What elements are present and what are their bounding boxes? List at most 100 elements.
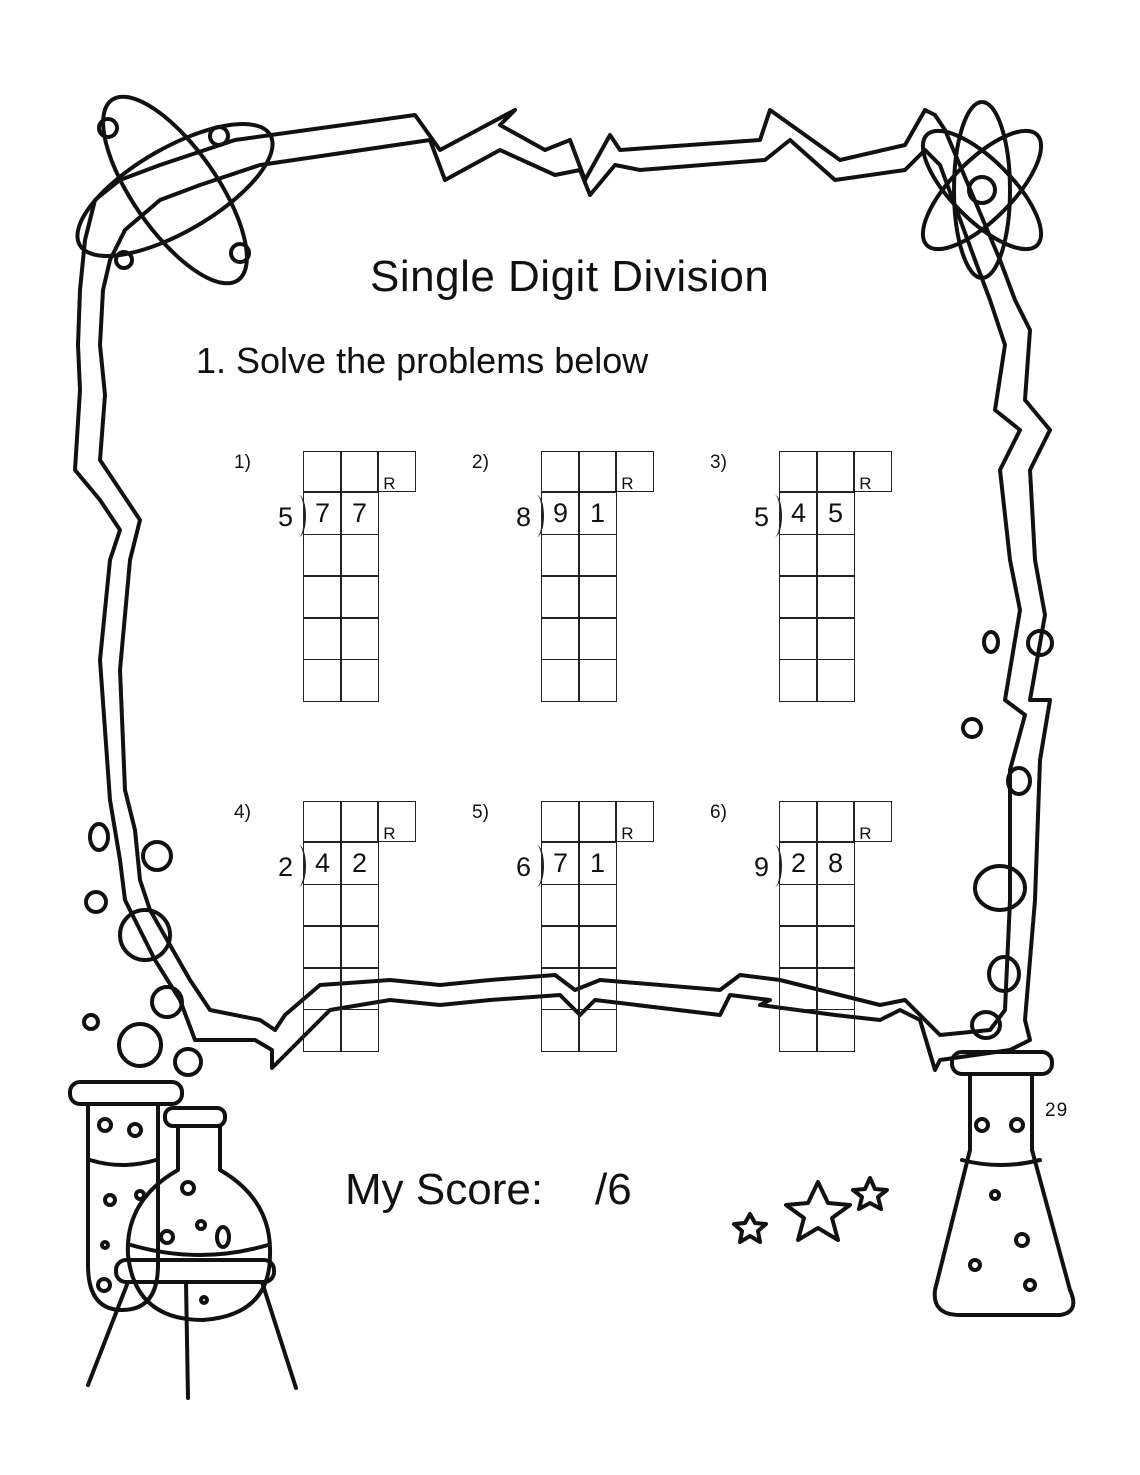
work-box[interactable]	[541, 1008, 580, 1052]
work-box[interactable]	[340, 617, 379, 661]
remainder-label: R	[621, 824, 634, 844]
work-box[interactable]	[541, 883, 580, 927]
atom-icon	[75, 94, 275, 286]
dividend-digit: 2	[340, 842, 379, 886]
work-box[interactable]	[816, 617, 855, 661]
work-box[interactable]	[816, 1008, 855, 1052]
score-line: My Score:/6	[345, 1165, 632, 1215]
work-box[interactable]	[779, 925, 818, 969]
work-box[interactable]	[303, 925, 342, 969]
problem-number: 4)	[234, 802, 251, 823]
work-box[interactable]	[340, 533, 379, 577]
dividend-digit: 7	[303, 492, 342, 536]
quotient-box[interactable]	[541, 801, 580, 843]
worksheet-title: Single Digit Division	[370, 252, 770, 301]
work-box[interactable]	[578, 967, 617, 1011]
quotient-box[interactable]	[779, 451, 818, 493]
work-box[interactable]	[779, 533, 818, 577]
remainder-box[interactable]: R	[377, 451, 416, 494]
work-box[interactable]	[578, 925, 617, 969]
work-box[interactable]	[340, 1008, 379, 1052]
work-box[interactable]	[340, 658, 379, 702]
work-box[interactable]	[578, 617, 617, 661]
work-box[interactable]	[779, 1008, 818, 1052]
work-box[interactable]	[779, 883, 818, 927]
remainder-box[interactable]: R	[615, 451, 654, 494]
round-flask-icon	[86, 1106, 298, 1400]
quotient-box[interactable]	[340, 801, 379, 843]
work-box[interactable]	[779, 617, 818, 661]
work-box[interactable]	[340, 925, 379, 969]
quotient-box[interactable]	[816, 801, 855, 843]
remainder-label: R	[383, 824, 396, 844]
work-grid: 4 5	[779, 492, 855, 702]
division-problem: 2) R 8 9 1	[472, 451, 712, 712]
work-box[interactable]	[816, 883, 855, 927]
division-problem: 3) R 5 4 5	[710, 451, 950, 712]
divisor: 9	[754, 852, 770, 882]
work-box[interactable]	[578, 883, 617, 927]
work-box[interactable]	[578, 533, 617, 577]
work-box[interactable]	[303, 883, 342, 927]
quotient-box[interactable]	[578, 801, 617, 843]
work-box[interactable]	[541, 533, 580, 577]
work-box[interactable]	[303, 1008, 342, 1052]
work-box[interactable]	[541, 617, 580, 661]
work-box[interactable]	[779, 658, 818, 702]
problem-number: 2)	[472, 452, 489, 473]
work-box[interactable]	[303, 658, 342, 702]
divisor: 8	[516, 502, 532, 532]
dividend-digit: 9	[541, 492, 580, 536]
dividend-digit: 5	[816, 492, 855, 536]
work-box[interactable]	[340, 967, 379, 1011]
division-bracket	[294, 495, 306, 537]
remainder-box[interactable]: R	[377, 801, 416, 844]
work-box[interactable]	[303, 967, 342, 1011]
remainder-box[interactable]: R	[615, 801, 654, 844]
quotient-box[interactable]	[541, 451, 580, 493]
work-box[interactable]	[303, 575, 342, 619]
remainder-box[interactable]: R	[853, 451, 892, 494]
work-box[interactable]	[578, 575, 617, 619]
work-box[interactable]	[779, 967, 818, 1011]
work-box[interactable]	[303, 533, 342, 577]
dividend-digit: 4	[303, 842, 342, 886]
work-box[interactable]	[578, 1008, 617, 1052]
work-box[interactable]	[541, 575, 580, 619]
remainder-label: R	[621, 474, 634, 494]
dividend-digit: 2	[779, 842, 818, 886]
work-box[interactable]	[816, 967, 855, 1011]
quotient-box[interactable]	[303, 451, 342, 493]
divisor: 6	[516, 852, 532, 882]
dividend-digit: 7	[340, 492, 379, 536]
quotient-box[interactable]	[816, 451, 855, 493]
work-box[interactable]	[816, 533, 855, 577]
work-box[interactable]	[779, 575, 818, 619]
work-box[interactable]	[578, 658, 617, 702]
work-box[interactable]	[541, 967, 580, 1011]
work-box[interactable]	[340, 575, 379, 619]
quotient-box[interactable]	[578, 451, 617, 493]
remainder-box[interactable]: R	[853, 801, 892, 844]
work-box[interactable]	[541, 925, 580, 969]
work-grid: 2 8	[779, 842, 855, 1052]
quotient-box[interactable]	[340, 451, 379, 493]
work-box[interactable]	[816, 925, 855, 969]
work-box[interactable]	[340, 883, 379, 927]
work-box[interactable]	[303, 617, 342, 661]
lightning-frame-outer	[73, 108, 1052, 1072]
quotient-boxes: R	[779, 801, 892, 844]
remainder-label: R	[859, 474, 872, 494]
dividend-digit: 8	[816, 842, 855, 886]
work-box[interactable]	[816, 658, 855, 702]
quotient-box[interactable]	[779, 801, 818, 843]
quotient-boxes: R	[779, 451, 892, 494]
quotient-box[interactable]	[303, 801, 342, 843]
work-box[interactable]	[816, 575, 855, 619]
work-box[interactable]	[541, 658, 580, 702]
remainder-label: R	[859, 824, 872, 844]
division-bracket	[532, 495, 544, 537]
quotient-boxes: R	[303, 451, 416, 494]
remainder-label: R	[383, 474, 396, 494]
